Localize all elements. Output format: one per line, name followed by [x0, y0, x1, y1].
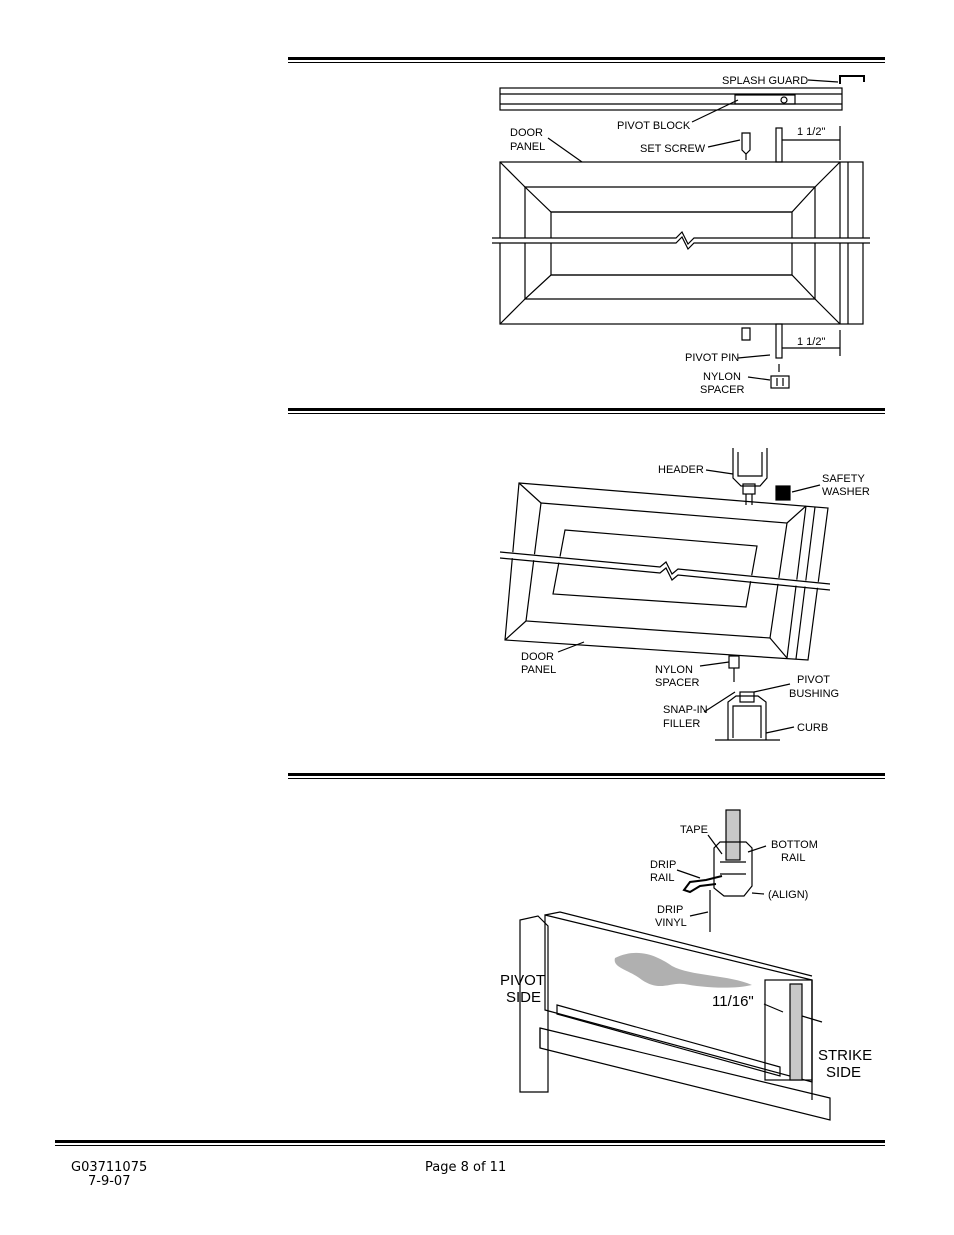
label-nylon-spacer-1: NYLON: [655, 664, 693, 676]
page-number: Page 8 of 11: [425, 1160, 507, 1175]
label-dim-11-16: 11/16": [712, 993, 754, 1010]
figure-drip-rail: TAPE BOTTOM RAIL DRIP RAIL (ALIGN) DRIP …: [500, 809, 872, 1121]
label-drip-rail-1: DRIP: [650, 859, 676, 871]
label-tape: TAPE: [680, 824, 708, 836]
figure-panel-installation: HEADER SAFETY WASHER DOOR PANEL NYLON SP…: [499, 448, 870, 741]
label-splash-guard: SPLASH GUARD: [722, 75, 808, 87]
header-bar: [499, 87, 843, 111]
label-snap-in-filler-2: FILLER: [663, 718, 700, 730]
label-door-panel-2: PANEL: [521, 664, 556, 676]
label-nylon-spacer-2: SPACER: [700, 384, 744, 396]
section-rule-2: [288, 408, 885, 414]
label-strike-side-1: STRIKE: [818, 1047, 872, 1064]
section-rule-3: [288, 773, 885, 779]
label-strike-side-2: SIDE: [826, 1064, 861, 1081]
label-pivot-side-1: PIVOT: [500, 972, 545, 989]
label-pivot-pin: PIVOT PIN: [685, 352, 739, 364]
label-header: HEADER: [658, 464, 704, 476]
label-door-panel-1: DOOR: [510, 127, 543, 139]
label-door-panel-2: PANEL: [510, 141, 545, 153]
label-drip-vinyl-2: VINYL: [655, 917, 687, 929]
label-align: (ALIGN): [768, 889, 808, 901]
label-bottom-rail-1: BOTTOM: [771, 839, 818, 851]
label-nylon-spacer-2: SPACER: [655, 677, 699, 689]
label-drip-rail-2: RAIL: [650, 872, 674, 884]
label-drip-vinyl-1: DRIP: [657, 904, 683, 916]
label-snap-in-filler-1: SNAP-IN: [663, 704, 708, 716]
label-safety-washer-1: SAFETY: [822, 473, 865, 485]
section-rule-1: [288, 57, 885, 63]
tilted-door-panel: [504, 482, 829, 661]
label-dim-bottom: 1 1/2": [797, 336, 825, 348]
label-pivot-side-2: SIDE: [506, 989, 541, 1006]
label-dim-top: 1 1/2": [797, 126, 825, 138]
label-nylon-spacer-1: NYLON: [703, 371, 741, 383]
nylon-spacer-part: [770, 375, 790, 389]
label-pivot-bushing-1: PIVOT: [797, 674, 830, 686]
footer-rule: [55, 1140, 885, 1146]
figure-pivot-assembly: SPLASH GUARD PIVOT BLOCK DOOR PANEL SET …: [492, 75, 870, 396]
label-set-screw: SET SCREW: [640, 143, 706, 155]
label-safety-washer-2: WASHER: [822, 486, 870, 498]
label-door-panel-1: DOOR: [521, 651, 554, 663]
doc-date: 7-9-07: [88, 1174, 131, 1189]
label-pivot-bushing-2: BUSHING: [789, 688, 839, 700]
label-pivot-block: PIVOT BLOCK: [617, 120, 691, 132]
label-curb: CURB: [797, 722, 828, 734]
doc-number: G03711075: [71, 1160, 148, 1175]
label-bottom-rail-2: RAIL: [781, 852, 805, 864]
